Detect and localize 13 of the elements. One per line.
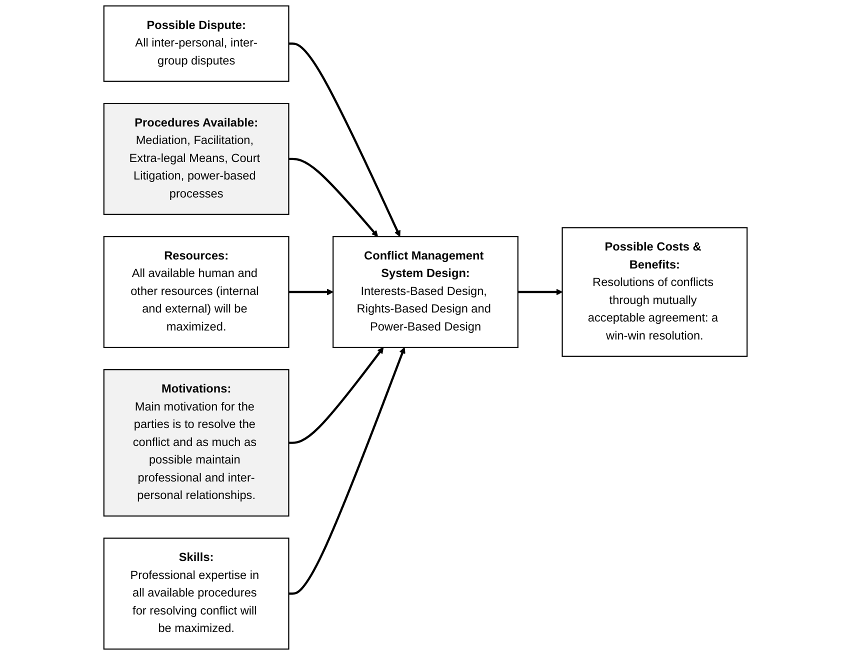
arrow [288, 347, 405, 595]
node-box [561, 227, 748, 357]
node-box [102, 5, 289, 82]
node-box [102, 236, 289, 348]
arrow [288, 42, 400, 237]
node-box [102, 369, 289, 517]
node-box [102, 538, 289, 650]
node-box [102, 102, 289, 215]
arrow [517, 288, 562, 296]
arrow [288, 288, 333, 296]
arrow [288, 347, 384, 444]
arrow [288, 158, 378, 237]
node-box [332, 236, 518, 348]
